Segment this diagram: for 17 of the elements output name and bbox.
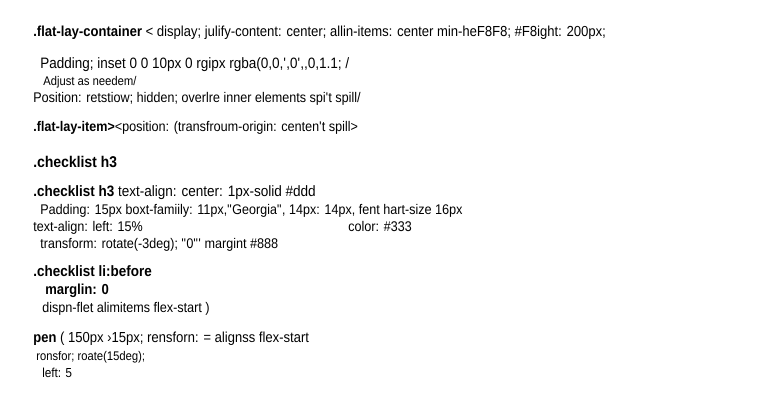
- code-text: .flat-lay-container < display; julify-content: center; allin-items: center min-heF8F8; #F8ight: 200px;: [34, 25, 605, 39]
- code-text: text-align: left: 15%: [33, 220, 142, 234]
- code-text: Padding: 15px boxt-famiily: 11px,"Georgia", 14px: 14px, fent hart-size 16px: [41, 204, 462, 217]
- code-text: dispn-flet alimitems flex-start ): [42, 302, 209, 315]
- code-text: .checklist h3: [34, 156, 116, 168]
- code-text: .checklist h3 text-align: center: 1px-solid #ddd: [34, 185, 315, 200]
- code-text: transform: rotate(-3deg); "0"' margint #888: [40, 238, 278, 251]
- code-text: .flat-lay-item><position: (transfroum-origin: centen't spill>: [34, 120, 358, 134]
- code-text: left: 5: [43, 368, 72, 378]
- code-text: Position: retstiow; hidden; overlre inner elements spi't spill/: [34, 92, 361, 105]
- code-text: Padding; inset 0 0 10px 0 rgipx rgba(0,0,',0',,0,1.1; /: [41, 57, 350, 72]
- code-text: .checklist li:before: [34, 265, 152, 276]
- code-text: pen ( 150px ›15px; rensforn: = alignss flex-start: [34, 331, 309, 345]
- code-text: Adjust as needem/: [43, 76, 136, 88]
- code-text: ronsfor; roate(15deg);: [36, 350, 144, 363]
- code-text: color: #333: [348, 220, 412, 232]
- code-text: marglin: 0: [46, 283, 108, 298]
